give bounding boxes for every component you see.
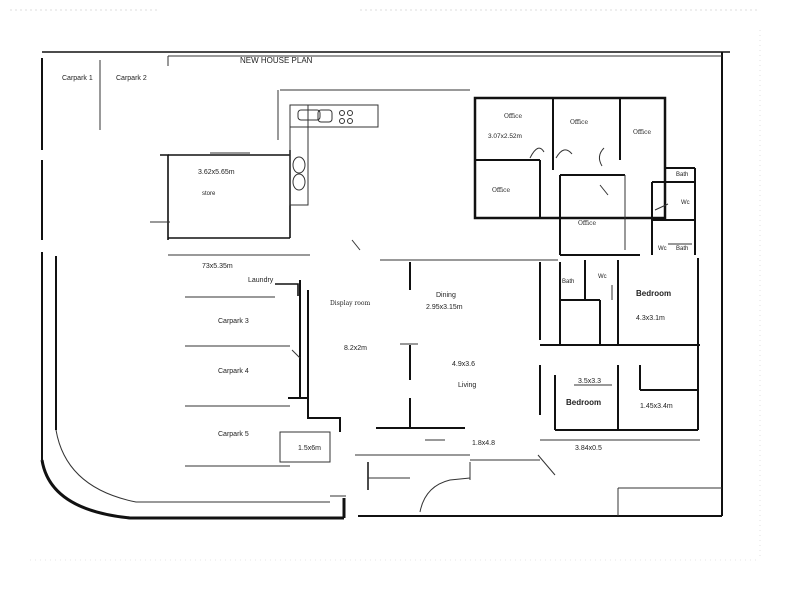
right-room-dimension: 1.45x3.4m <box>640 403 673 410</box>
living-label: Living <box>458 382 476 389</box>
bedroom-2-label: Bedroom <box>566 398 601 407</box>
bath-2-label: Bath <box>676 246 688 252</box>
display-room-dimension: 8.2x2m <box>344 345 367 352</box>
carpark-5-label: Carpark 5 <box>218 431 249 438</box>
store-dimension: 3.62x5.65m <box>198 169 235 176</box>
office-1-label: Office <box>504 113 522 120</box>
office-2-label: Office <box>570 119 588 126</box>
carpark-2-label: Carpark 2 <box>116 75 147 82</box>
hall-dimension: 1.8x4.8 <box>472 440 495 447</box>
outer-boundary <box>40 51 730 520</box>
bedroom-1-label: Bedroom <box>636 289 671 298</box>
bedroom-2-dimension: 3.5x3.3 <box>578 378 601 385</box>
wc-2-label: Wc <box>658 246 667 252</box>
living-dimension: 4.9x3.6 <box>452 361 475 368</box>
plan-title: NEW HOUSE PLAN <box>240 56 313 65</box>
carpark-lines <box>167 56 290 467</box>
display-room-label: Display room <box>330 300 371 307</box>
scan-edge <box>30 30 761 561</box>
lower-exterior <box>470 439 722 516</box>
carpark-3-label: Carpark 3 <box>218 318 249 325</box>
carpark-1-label: Carpark 1 <box>62 75 93 82</box>
bedroom-1-dimension: 4.3x3.1m <box>636 315 665 322</box>
dining-dimension: 2.95x3.15m <box>426 304 463 311</box>
wc-3-label: Wc <box>598 274 607 280</box>
bath-3-label: Bath <box>562 279 574 285</box>
office-5-label: Office <box>578 220 596 227</box>
bedroom-walls <box>539 258 700 431</box>
store-room-walls <box>150 150 291 240</box>
corner-dimension: 3.84x0.5 <box>575 445 602 452</box>
laundry-display-walls <box>168 254 341 463</box>
wc-bath-upper-walls <box>651 167 696 255</box>
central-walls <box>351 239 558 513</box>
office-block-walls <box>473 96 667 256</box>
carpark-4-label: Carpark 4 <box>218 368 249 375</box>
laundry-dimension: 73x5.35m <box>202 263 233 270</box>
store-label: store <box>202 191 216 197</box>
office-1-dimension: 3.07x2.52m <box>488 133 522 140</box>
dining-label: Dining <box>436 292 456 299</box>
kitchen-counter <box>277 90 379 206</box>
office-4-label: Office <box>492 187 510 194</box>
laundry-label: Laundry <box>248 277 274 284</box>
small-room-dimension: 1.5x6m <box>298 445 321 452</box>
bath-1-label: Bath <box>676 172 688 178</box>
office-3-label: Office <box>633 129 651 136</box>
wc-1-label: Wc <box>681 200 690 206</box>
